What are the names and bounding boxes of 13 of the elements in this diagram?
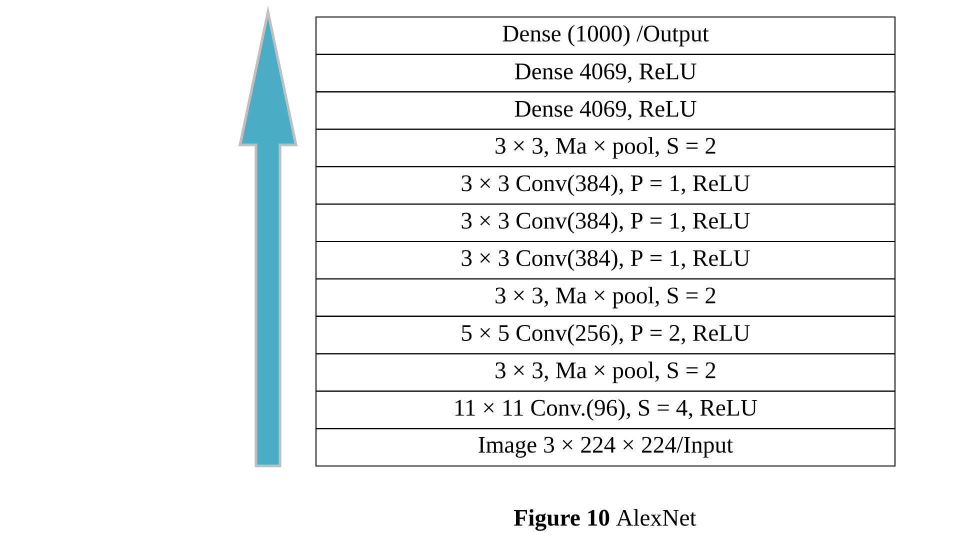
layer-box: 5 × 5 Conv(256), P = 2, ReLU [315, 316, 896, 354]
layer-box: 3 × 3, Ma × pool, S = 2 [315, 353, 896, 392]
layer-box: 3 × 3, Ma × pool, S = 2 [315, 278, 896, 317]
layer-box: Image 3 × 224 × 224/Input [315, 428, 896, 466]
figure-caption: Figure 10 AlexNet [514, 509, 696, 531]
layer-box: 3 × 3, Ma × pool, S = 2 [315, 128, 896, 168]
layer-box: 3 × 3 Conv(384), P = 1, ReLU [315, 240, 896, 280]
layer-box: 3 × 3 Conv(384), P = 1, ReLU [315, 166, 896, 205]
layer-box: 3 × 3 Conv(384), P = 1, ReLU [315, 204, 896, 242]
layer-box: 11 × 11 Conv.(96), S = 4, ReLU [315, 390, 896, 430]
layer-box: Dense 4069, ReLU [315, 54, 896, 92]
layer-box: Dense (1000) /Output [315, 16, 896, 55]
layer-box: Dense 4069, ReLU [315, 91, 896, 130]
